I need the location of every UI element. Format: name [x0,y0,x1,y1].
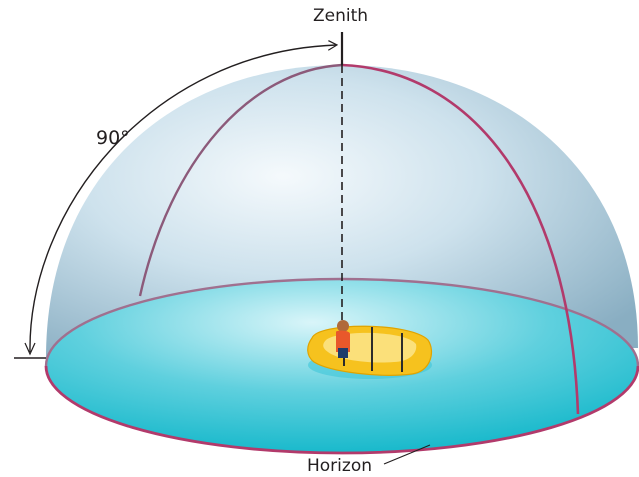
horizon-leader [383,444,431,465]
zenith-label: Zenith [313,6,369,26]
angle-label: 90° [96,127,130,149]
horizon-label: Horizon [307,456,372,476]
angle-arc [29,45,336,353]
angle-arrow-bottom [24,342,36,356]
horizon-rim-front [44,365,639,455]
life-raft-icon [307,325,433,379]
back-meridian-arc [138,63,343,297]
front-meridian-arc [341,63,580,415]
person-icon [336,320,350,358]
